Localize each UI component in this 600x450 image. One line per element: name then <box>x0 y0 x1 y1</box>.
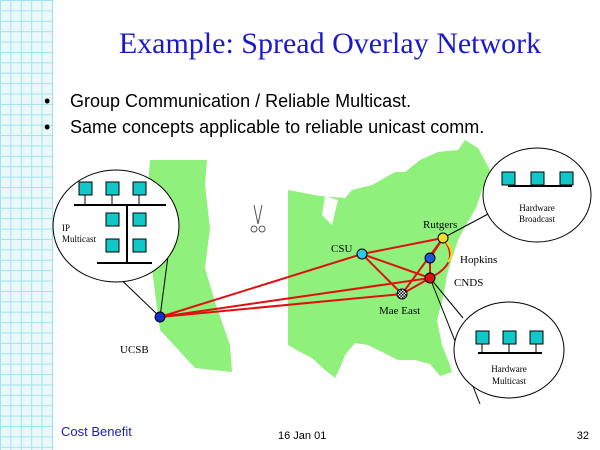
host-icon <box>475 330 490 345</box>
ip-multicast-label-line1: IP <box>62 223 70 233</box>
map-east-region <box>288 140 490 378</box>
footer-section-title: Cost Benefit <box>61 424 132 439</box>
host-icon <box>132 238 147 253</box>
host-icon <box>132 212 147 227</box>
host-icon <box>105 212 120 227</box>
slide-title: Example: Spread Overlay Network <box>118 27 542 60</box>
link-csu-mae-east <box>361 253 403 295</box>
link-ucsb-mae-east <box>159 293 403 318</box>
host-icon <box>105 181 120 196</box>
hardware-broadcast-callout: Hardware Broadcast <box>442 147 592 243</box>
node-hopkins <box>424 252 436 264</box>
node-label-csu: CSU <box>331 243 352 255</box>
host-icon <box>132 181 147 196</box>
hardware-broadcast-label-line2: Broadcast <box>519 214 555 224</box>
footer-date: 16 Jan 01 <box>278 430 327 442</box>
callout-pointer <box>442 212 491 239</box>
hardware-broadcast-label-line1: Hardware <box>519 203 554 213</box>
callout-bubble <box>482 147 592 243</box>
node-cnds <box>424 272 436 284</box>
slide-grid-edge <box>52 0 53 450</box>
node-ucsb <box>154 311 166 323</box>
link-ucsb-csu <box>159 253 363 318</box>
footer-page-number: 32 <box>576 430 589 442</box>
host-icon <box>530 171 545 186</box>
node-rutgers <box>437 232 449 244</box>
host-icon <box>501 171 516 186</box>
bullet-text: Group Communication / Reliable Multicast… <box>70 91 412 111</box>
bullet-list: •Group Communication / Reliable Multicas… <box>44 88 484 140</box>
callout-pointer <box>429 277 464 319</box>
map-great-lakes-notch <box>322 196 338 225</box>
link-csu-cnds <box>361 253 431 279</box>
host-icon <box>105 238 120 253</box>
scissors-icon <box>250 204 266 233</box>
ip-multicast-label-line2: Multicast <box>62 234 96 244</box>
us-map <box>147 140 490 378</box>
host-icon <box>78 181 93 196</box>
host-icon <box>559 171 574 186</box>
bullet-item: •Group Communication / Reliable Multicas… <box>44 91 412 111</box>
hardware-multicast-label-line2: Multicast <box>492 376 526 386</box>
host-icon <box>529 330 544 345</box>
link-csu-rutgers <box>361 237 444 255</box>
node-csu <box>356 248 368 260</box>
node-label-mae-east: Mae East <box>379 305 420 317</box>
ip-multicast-callout: IP Multicast <box>52 169 180 318</box>
hardware-multicast-label-line1: Hardware <box>491 364 526 374</box>
node-label-rutgers: Rutgers <box>423 219 457 231</box>
node-label-ucsb: UCSB <box>120 344 149 356</box>
link-ucsb-cnds <box>159 277 431 318</box>
node-mae-east <box>396 288 408 300</box>
node-label-cnds: CNDS <box>454 277 483 289</box>
bullet-item: •Same concepts applicable to reliable un… <box>44 117 485 137</box>
link-rutgers-mae-east <box>401 237 444 295</box>
host-icon <box>502 330 517 345</box>
hardware-multicast-callout: Hardware Multicast <box>429 277 565 405</box>
slide-grid-margin <box>0 0 52 450</box>
bullet-text: Same concepts applicable to reliable uni… <box>70 117 485 137</box>
node-label-hopkins: Hopkins <box>460 254 497 266</box>
